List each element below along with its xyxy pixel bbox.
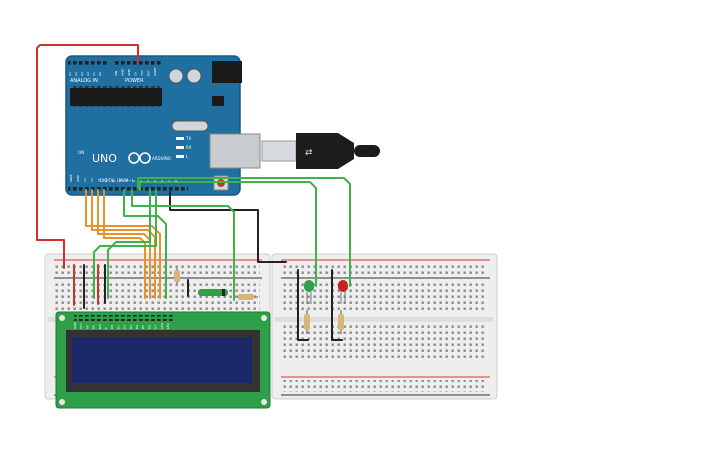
lcd-pin-label: GND xyxy=(73,321,77,329)
arduino-uno-board[interactable]: ANALOG IN POWER ON TX RX L UNO ARDUINO xyxy=(65,55,261,196)
lcd-pin-label: D7 xyxy=(154,325,158,329)
resistor[interactable] xyxy=(338,310,344,334)
power-pin-label: VIN xyxy=(114,71,118,76)
lcd-pin-label: RS xyxy=(92,325,96,329)
wire-sensor[interactable] xyxy=(131,189,235,301)
wire-lcd-ctrl[interactable] xyxy=(93,189,157,299)
analog-pin-label: A3 xyxy=(80,72,84,76)
usb-icon: ⇄ xyxy=(305,148,313,158)
lcd-pin-label: D0 xyxy=(110,325,114,329)
wire-led-green[interactable] xyxy=(139,181,317,287)
tx-label: TX xyxy=(185,136,191,141)
lcd-pin-label: VCC xyxy=(79,323,83,329)
power-jack xyxy=(212,61,242,83)
wire-led-red[interactable] xyxy=(137,177,351,287)
lcd-pin-label: D5 xyxy=(141,325,145,329)
wire-lcd-data[interactable] xyxy=(97,189,151,299)
digital-pin-label: 4 xyxy=(146,180,150,182)
digital-pin-label: 5 xyxy=(139,180,143,182)
uno-label: UNO xyxy=(92,152,117,165)
digital-pin-label: 9 xyxy=(111,180,115,182)
lcd-module[interactable] xyxy=(55,311,271,409)
lcd-screen xyxy=(72,337,252,383)
lcd-pin-label: LED xyxy=(166,322,170,329)
digital-label: DIGITAL (PWM~) xyxy=(100,178,134,183)
digital-pin-label: 11 xyxy=(97,178,101,182)
digital-pin-label: 12 xyxy=(90,178,94,182)
lcd-pin-label: D6 xyxy=(147,325,151,329)
analog-pin-label: A4 xyxy=(74,72,78,76)
digital-pin-label: 7 xyxy=(125,180,129,182)
analog-pin-label: A1 xyxy=(92,72,96,76)
digital-pin-label: 8 xyxy=(118,180,122,182)
rx-label: RX xyxy=(186,145,192,150)
analog-pin-label: A2 xyxy=(86,72,90,76)
lcd-pin-label: D3 xyxy=(129,325,133,329)
wires xyxy=(36,44,351,341)
digital-pin-label: 3 xyxy=(153,180,157,182)
lcd-pin-label: D4 xyxy=(135,325,139,329)
lcd-pin-label: RW xyxy=(98,324,102,329)
diode[interactable] xyxy=(198,289,228,296)
lcd-pin-header xyxy=(74,315,174,321)
power-pin-label: RST xyxy=(147,70,151,76)
digital-pin-label: 6 xyxy=(132,180,136,182)
led-red[interactable] xyxy=(338,280,348,304)
wire-lcd-data[interactable] xyxy=(103,189,146,299)
arduino-infinity-logo xyxy=(128,152,151,164)
wire-lcd-ctrl[interactable] xyxy=(123,189,167,299)
resistor[interactable] xyxy=(174,268,180,284)
lcd-pin-label: V0 xyxy=(85,325,89,329)
digital-pin-label: 1 xyxy=(167,180,171,182)
lcd-pin-label: D2 xyxy=(123,325,127,329)
digital-pin-label: 13 xyxy=(83,178,87,182)
digital-pin-label: 10 xyxy=(104,178,108,182)
digital-header xyxy=(68,185,188,192)
analog-in-label: ANALOG IN xyxy=(70,78,98,84)
usb-port xyxy=(209,133,261,169)
resistor[interactable] xyxy=(304,310,310,334)
digital-pin-label: 2 xyxy=(160,180,164,182)
wire-gnd[interactable] xyxy=(169,191,287,263)
power-pin-label: 3V3 xyxy=(140,70,144,76)
analog-header xyxy=(68,59,108,66)
digital-pin-label: 0 xyxy=(174,180,178,182)
analog-pin-label: A5 xyxy=(68,72,72,76)
wire-lcd-data[interactable] xyxy=(91,189,156,299)
capacitor xyxy=(186,68,202,84)
usb-cable: ⇄ xyxy=(261,133,380,169)
resistor[interactable] xyxy=(234,294,258,300)
lcd-pin-label: LED xyxy=(160,322,164,329)
wire-lcd-data[interactable] xyxy=(85,189,161,299)
l-label: L xyxy=(186,154,189,159)
power-pin-label: 5V xyxy=(134,71,138,76)
lcd-pin-label: D1 xyxy=(116,325,120,329)
digital-pin-label: GND xyxy=(76,174,80,182)
arduino-brand: ARDUINO xyxy=(152,156,171,161)
wire-gnd[interactable] xyxy=(331,269,343,341)
analog-pin-label: A0 xyxy=(98,72,102,76)
digital-pin-label: AREF xyxy=(69,174,73,182)
lcd-pin-label: E xyxy=(104,327,108,329)
atmega-chip xyxy=(70,88,162,106)
wire-5v[interactable] xyxy=(36,44,139,269)
power-pin-label: IOREF xyxy=(153,67,157,76)
crystal xyxy=(171,120,209,132)
power-pin-label: GND xyxy=(121,68,125,76)
power-pin-label: GND xyxy=(127,68,131,76)
wire-lcd-ctrl[interactable] xyxy=(107,189,151,299)
wire-gnd[interactable] xyxy=(297,269,309,341)
power-label: POWER xyxy=(125,78,144,84)
led-green[interactable] xyxy=(304,280,314,304)
capacitor xyxy=(168,68,184,84)
regulator-chip xyxy=(212,96,224,106)
on-label: ON xyxy=(78,150,84,155)
